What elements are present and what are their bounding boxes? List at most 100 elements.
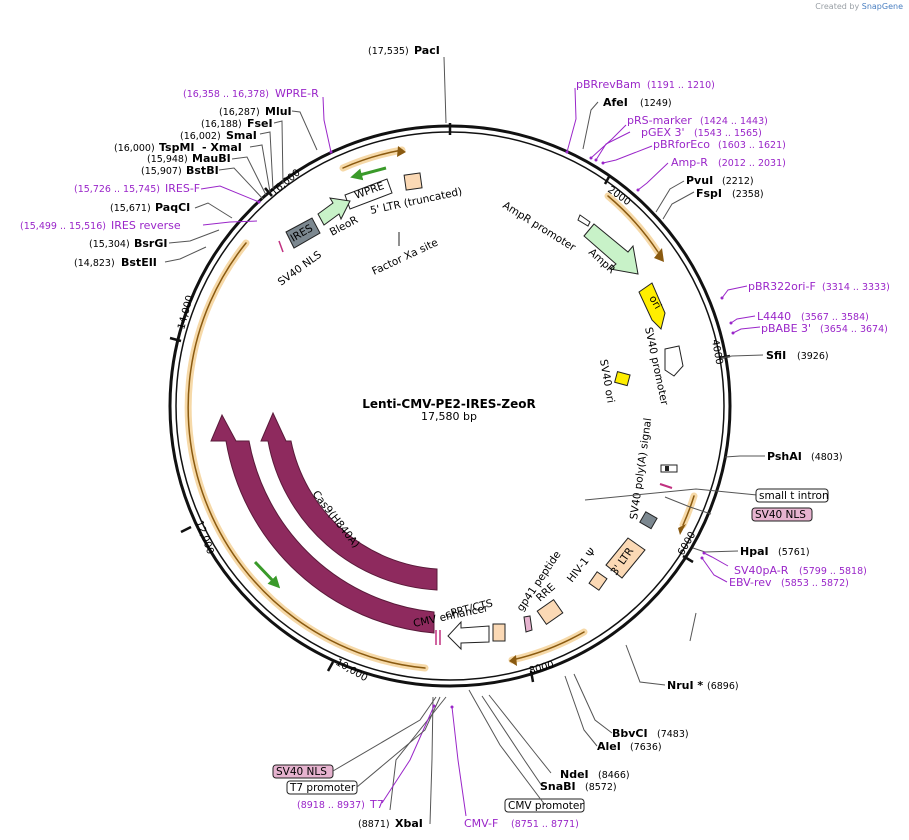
enzyme-tspmi-pos: (16,000): [114, 143, 155, 154]
enzyme-paqci[interactable]: PaqCI: [155, 201, 190, 214]
primer-pgex3[interactable]: pGEX 3': [641, 126, 685, 139]
sv40-ori-label: SV40 ori: [597, 358, 616, 404]
primer-site-markers: [257, 150, 735, 709]
primer-l4440[interactable]: L4440: [757, 310, 791, 323]
enzyme-pvui[interactable]: PvuI: [686, 174, 713, 187]
enzyme-ndei[interactable]: NdeI: [560, 768, 589, 781]
enzyme-maubi-pos: (15,948): [147, 154, 188, 165]
primer-pbr322ori-f[interactable]: pBR322ori-F: [748, 280, 816, 293]
primer-ebv-rev[interactable]: EBV-rev: [729, 576, 772, 589]
enzyme-bsteii-pos: (14,823): [74, 258, 115, 269]
enzyme-mlui[interactable]: MluI: [265, 105, 292, 118]
tick-label-16000: 16,000: [269, 167, 303, 198]
enzyme-nrui-pos: (6896): [707, 681, 739, 692]
ltr5-box: [403, 172, 423, 191]
small-t-intron-label: small t intron: [759, 490, 829, 502]
ampr-promoter-arrow: [577, 214, 591, 227]
ori-arrow: [638, 282, 666, 330]
sv40-nls-bottom-label: SV40 NLS: [276, 766, 327, 778]
enzyme-maubi[interactable]: MauBI: [192, 152, 231, 165]
enzyme-bstbi-pos: (15,907): [141, 166, 182, 177]
sv40-polya-box: [639, 511, 658, 530]
enzyme-bbvci[interactable]: BbvCI: [612, 727, 648, 740]
primer-arrow-cas9: [253, 560, 281, 589]
sv40-promoter-arrow: [664, 345, 684, 377]
primer-pbrforeco-pos: (1603 .. 1621): [718, 140, 786, 151]
enzyme-paci-pos: (17,535): [368, 46, 409, 57]
enzyme-alei-pos: (7636): [630, 742, 662, 753]
enzyme-snabi[interactable]: SnaBI: [540, 780, 576, 793]
enzyme-afei[interactable]: AfeI: [603, 96, 628, 109]
snapgene-logo: SnapGene: [861, 2, 903, 11]
primer-pbrforeco[interactable]: pBRforEco: [653, 138, 710, 151]
primer-cmv-f[interactable]: CMV-F: [464, 817, 498, 830]
credit-prefix: Created by: [815, 2, 860, 11]
primer-pbrrevbam-pos: (1191 .. 1210): [647, 80, 715, 91]
sv40-polya-label: SV40 poly(A) signal: [628, 417, 654, 520]
enzyme-smai[interactable]: SmaI: [226, 129, 257, 142]
sv40-nls-left-marker: [278, 240, 284, 253]
enzyme-xmai[interactable]: - XmaI: [202, 141, 242, 154]
leader-lines: [164, 56, 765, 825]
ampr-arrow: [583, 223, 639, 275]
t7-promoter-box[interactable]: [286, 780, 358, 795]
enzyme-pvui-pos: (2212): [722, 176, 754, 187]
enzyme-smai-pos: (16,002): [180, 131, 221, 142]
box-leader-lines: [332, 689, 546, 806]
enzyme-bsteii[interactable]: BstEII: [121, 256, 157, 269]
primer-sv40pa-r-pos: (5799 .. 5818): [799, 566, 867, 577]
primer-sv40pa-r[interactable]: SV40pA-R: [734, 564, 789, 577]
primer-prs-marker[interactable]: pRS-marker: [627, 114, 692, 127]
small-t-intron-box[interactable]: [755, 488, 829, 503]
enzyme-fspi[interactable]: FspI: [696, 187, 722, 200]
primer-amp-r[interactable]: Amp-R: [671, 156, 708, 169]
primer-ires-reverse[interactable]: IRES reverse: [111, 219, 181, 232]
primer-ires-f-pos: (15,726 .. 15,745): [74, 184, 160, 195]
primer-t7-pos: (8918 .. 8937): [297, 800, 365, 811]
enzyme-alei[interactable]: AleI: [597, 740, 621, 753]
map-length: 17,580 bp: [421, 410, 477, 423]
primer-wpre-r[interactable]: WPRE-R: [275, 87, 319, 100]
tick-label-8000: 8000: [528, 660, 555, 677]
enzyme-fsei-pos: (16,188): [201, 119, 242, 130]
primer-ires-f[interactable]: IRES-F: [165, 182, 200, 195]
hiv-psi-box: [588, 571, 608, 591]
primer-l4440-pos: (3567 .. 3584): [801, 312, 869, 323]
primer-pbabe3-pos: (3654 .. 3674): [820, 324, 888, 335]
enzyme-snabi-pos: (8572): [585, 782, 617, 793]
primer-wpre-r-pos: (16,358 .. 16,378): [183, 89, 269, 100]
cmv-promoter-label: CMV promoter: [508, 800, 584, 812]
primer-pbr322ori-f-pos: (3314 .. 3333): [822, 282, 890, 293]
snapgene-credit: Created by SnapGene: [815, 2, 903, 11]
enzyme-bstbi[interactable]: BstBI: [186, 164, 219, 177]
ori-label: ori: [646, 294, 663, 312]
gp41-marker: [523, 615, 533, 633]
factor-xa-label: Factor Xa site: [370, 237, 440, 278]
primer-pgex3-pos: (1543 .. 1565): [694, 128, 762, 139]
enzyme-sfii[interactable]: SfiI: [766, 349, 786, 362]
enzyme-xbai[interactable]: XbaI: [395, 817, 423, 830]
enzyme-paci[interactable]: PacI: [414, 44, 440, 57]
enzyme-pshai[interactable]: PshAI: [767, 450, 802, 463]
enzyme-xbai-pos: (8871): [358, 819, 390, 830]
map-title: Lenti-CMV-PE2-IRES-ZeoR: [362, 397, 535, 411]
primer-t7[interactable]: T7: [369, 798, 384, 811]
enzyme-bsrgi[interactable]: BsrGI: [134, 237, 167, 250]
enzyme-fsei[interactable]: FseI: [247, 117, 273, 130]
enzyme-ndei-pos: (8466): [598, 770, 630, 781]
sv40-nls-right-box[interactable]: [751, 507, 813, 522]
enzyme-hpai[interactable]: HpaI: [740, 545, 769, 558]
primer-pbabe3[interactable]: pBABE 3': [761, 322, 811, 335]
cppt-box: [492, 623, 506, 642]
t7-promoter-label: T7 promoter: [289, 782, 356, 794]
orf-arrowhead: [654, 248, 664, 262]
enzyme-tspmi[interactable]: TspMI: [159, 141, 195, 154]
enzyme-mlui-pos: (16,287): [219, 107, 260, 118]
enzyme-nrui[interactable]: NruI *: [667, 679, 703, 692]
orf-arc-bleor: [339, 146, 406, 172]
cmv-promoter-box[interactable]: [504, 798, 585, 813]
sv40-nls-bottom-box[interactable]: [272, 764, 334, 779]
cas9-outer-arc: [210, 413, 435, 634]
primer-pbrrevbam[interactable]: pBRrevBam: [576, 78, 641, 91]
sv40-ori-box: [614, 371, 631, 387]
